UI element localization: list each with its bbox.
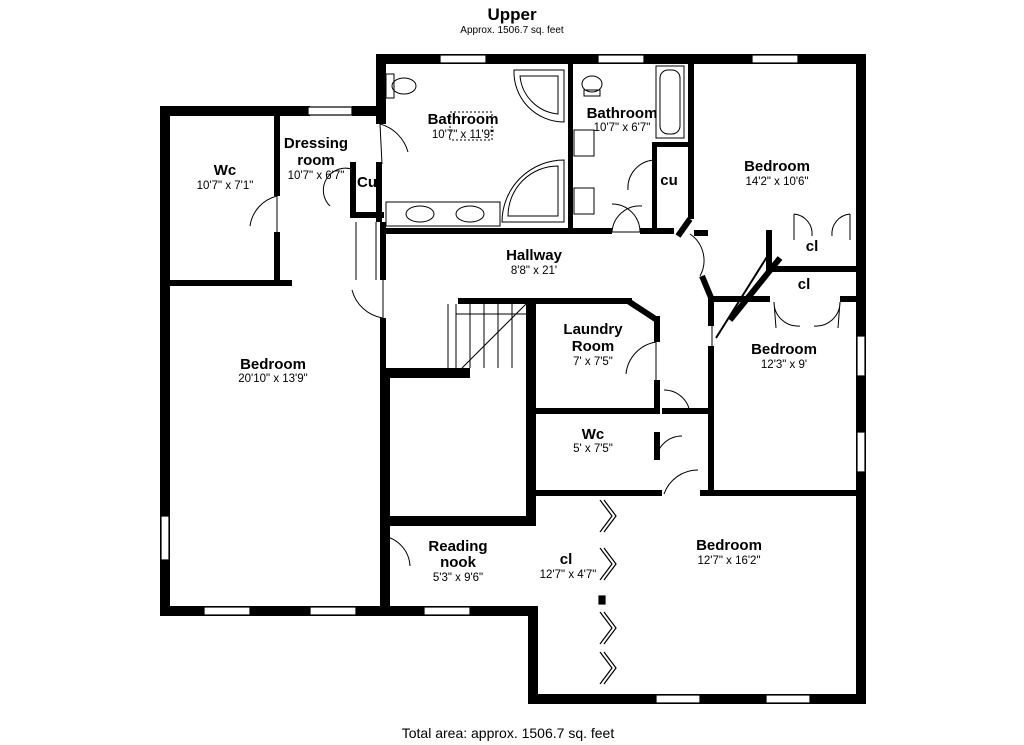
angled-walls — [626, 217, 783, 323]
room-label-dressing-l2: room — [297, 152, 335, 169]
room-label-bedroom-e: Bedroom — [751, 341, 817, 358]
plan-title: Upper — [487, 5, 537, 24]
room-dims-bedroom-e: 12'3" x 9' — [760, 359, 808, 371]
room-dims-bathroom-small: 10'7" x 6'7" — [593, 122, 651, 134]
bathroom-fixtures — [385, 65, 685, 227]
total-area: Total area: approx. 1506.7 sq. feet — [401, 725, 615, 741]
windows — [160, 54, 866, 704]
bifold-doors — [598, 499, 617, 685]
room-label-hallway: Hallway — [506, 247, 562, 264]
room-dims-laundry: 7' x 7'5" — [573, 356, 613, 368]
room-dims-dressing: 10'7" x 6'7" — [287, 170, 345, 182]
room-label-laundry-l2: Room — [571, 338, 615, 355]
room-label-cl-ne: cl — [805, 238, 819, 255]
room-label-bathroom-main: Bathroom — [427, 111, 499, 128]
room-label-reading-l1: Reading — [428, 538, 488, 555]
plan-subtitle: Approx. 1506.7 sq. feet — [460, 25, 564, 36]
interior-walls — [170, 64, 866, 612]
room-dims-bedroom-se: 12'7" x 16'2" — [697, 555, 761, 567]
room-label-wc-left: Wc — [213, 162, 237, 179]
room-label-cu-left: Cu — [357, 174, 377, 191]
room-dims-hallway: 8'8" x 21' — [510, 265, 558, 277]
angled-wall-thin — [715, 251, 771, 339]
room-label-laundry-l1: Laundry — [563, 321, 623, 338]
doors — [249, 123, 851, 568]
room-label-cl-s: cl — [559, 551, 573, 568]
room-label-bedroom-ne: Bedroom — [744, 158, 810, 175]
room-label-bathroom-small: Bathroom — [586, 105, 658, 122]
room-label-dressing-l1: Dressing — [283, 135, 349, 152]
room-label-bedroom-w: Bedroom — [240, 356, 306, 373]
room-dims-wc-mid: 5' x 7'5" — [573, 443, 613, 455]
room-dims-bathroom-main: 10'7" x 11'9" — [431, 129, 495, 141]
room-label-cl-mid: cl — [797, 276, 811, 293]
room-dims-reading: 5'3" x 9'6" — [432, 572, 484, 584]
stairs — [447, 303, 527, 369]
room-dims-wc-left: 10'7" x 7'1" — [196, 180, 254, 192]
room-dims-cl-s: 12'7" x 4'7" — [539, 569, 597, 581]
room-dims-bedroom-ne: 14'2" x 10'6" — [745, 176, 809, 188]
room-label-cu-right: cu — [660, 172, 678, 189]
room-label-reading-l2: nook — [440, 554, 476, 571]
room-label-wc-mid: Wc — [581, 426, 605, 443]
room-label-bedroom-se: Bedroom — [696, 537, 762, 554]
room-dims-bedroom-w: 20'10" x 13'9" — [238, 373, 308, 385]
